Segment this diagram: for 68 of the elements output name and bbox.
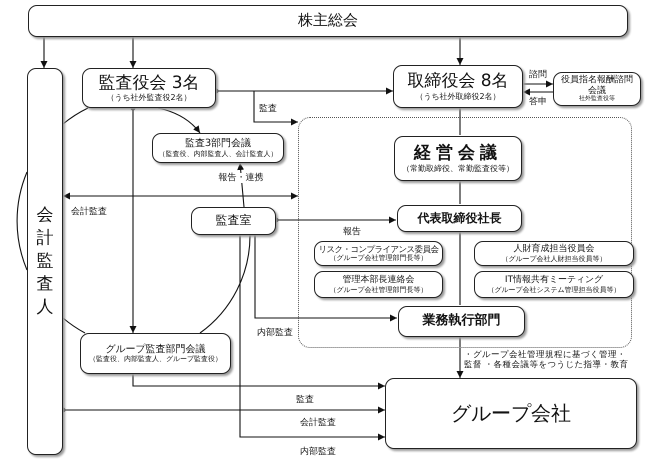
box-title: 株主総会 <box>298 12 358 30</box>
connector-line <box>459 180 461 204</box>
edge-label: 報告 <box>342 226 362 238</box>
box-subtitle: （うち社外取締役2名） <box>415 92 501 101</box>
arrow <box>40 37 48 68</box>
edge-label: 内部監査 <box>299 446 337 458</box>
auditor-box <box>27 68 63 455</box>
arrow <box>523 80 553 88</box>
arrow <box>456 37 464 65</box>
connector-line <box>459 231 461 305</box>
box-title: グループ監査部門会議 <box>106 344 206 355</box>
box-title: 監査3部門会議 <box>184 138 252 150</box>
arrow <box>130 37 136 68</box>
arrow <box>239 235 385 440</box>
org-box <box>394 136 522 181</box>
org-box <box>80 333 231 374</box>
org-box <box>314 241 443 266</box>
box-subtitle: （うち社外監査役2名） <box>106 93 192 102</box>
arrow <box>274 216 396 224</box>
org-box <box>152 133 284 163</box>
box-title: リスク・コンプライアンス委員会 <box>318 244 438 254</box>
box-title: 管理本部長連絡会 <box>342 275 414 286</box>
box-title: 取締役会 8名 <box>407 72 509 92</box>
connector-line <box>62 318 86 334</box>
connector-line <box>62 108 88 124</box>
org-box <box>397 205 522 232</box>
org-box <box>398 306 525 337</box>
edge-label: 監査 <box>295 394 315 406</box>
dotted-region <box>298 117 632 348</box>
box-title: 業務執行部門 <box>422 314 500 329</box>
box-title: グループ会社 <box>451 402 571 425</box>
box-title: 代表取締役社長 <box>418 212 502 226</box>
org-box <box>474 241 634 266</box>
arrow <box>158 107 200 134</box>
arrow <box>254 235 397 322</box>
box-title: IT情報共有ミーティング <box>504 275 604 286</box>
box-title: 人財育成担当役員会 <box>514 244 594 255</box>
edge-label: 答申 <box>528 96 548 108</box>
org-box <box>393 65 523 108</box>
arrow <box>60 406 385 414</box>
edge-label: 会計監査 <box>70 206 108 218</box>
arrow <box>130 106 136 333</box>
arrow <box>132 374 385 390</box>
edge-label: 諮問 <box>528 70 548 80</box>
box-subtitle: （常勤取締役、常勤監査役等） <box>402 164 514 173</box>
box-title: 会計監査人 <box>36 204 54 319</box>
org-box <box>314 271 443 298</box>
arrow <box>214 88 393 94</box>
edge-label: 監査 <box>258 104 278 114</box>
edge-label: 会計監査 <box>299 418 337 428</box>
connector-line <box>459 108 461 135</box>
org-box <box>474 271 634 298</box>
meeting-box <box>28 5 628 37</box>
edge-label: 内部監査 <box>256 328 294 338</box>
box-title: 監査役会 3名 <box>98 74 200 94</box>
arrow <box>456 336 464 378</box>
arrow <box>63 192 298 200</box>
box-title: 役員指名報酬諮問会議 <box>560 75 634 96</box>
org-box <box>191 207 276 235</box>
arrow <box>523 88 553 96</box>
box-title: 経営会議 <box>414 144 502 164</box>
org-box <box>82 68 216 108</box>
org-box <box>553 72 641 106</box>
company-box <box>385 378 637 449</box>
arrow <box>216 90 298 126</box>
box-title: 監査室 <box>216 214 252 228</box>
connector-line <box>200 234 251 334</box>
edge-label: 報告・連携 <box>218 172 264 184</box>
